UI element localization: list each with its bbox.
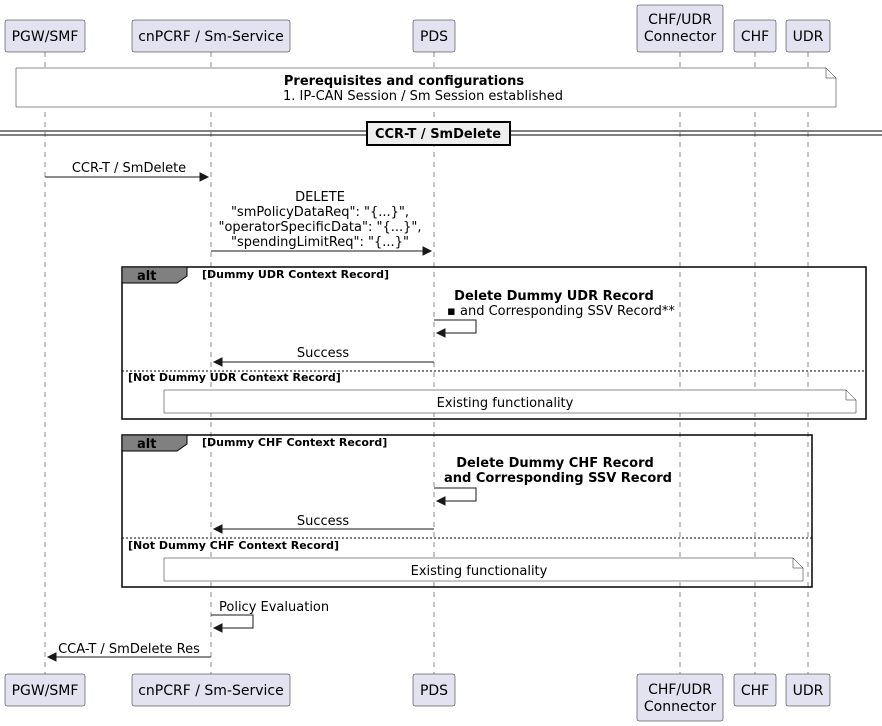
- participant-connector-bottom-line1: CHF/UDR: [648, 682, 712, 698]
- udr-self-line1: Delete Dummy UDR Record: [454, 289, 654, 304]
- delete-line3: "operatorSpecificData": "{...}",: [218, 220, 421, 235]
- participant-pds-top: PDS: [412, 19, 456, 53]
- participant-udr-top: UDR: [785, 19, 831, 53]
- participant-chf-bottom-label: CHF: [741, 683, 769, 699]
- policy-evaluation-label: Policy Evaluation: [219, 600, 329, 615]
- udr-success-label: Success: [297, 346, 350, 361]
- participant-pgw-label: PGW/SMF: [12, 29, 79, 45]
- participant-pds-label: PDS: [420, 29, 448, 45]
- message-delete: DELETE "smPolicyDataReq": "{...}", "oper…: [211, 190, 433, 256]
- prerequisites-note: Prerequisites and configurations 1. IP-C…: [15, 67, 837, 108]
- prerequisites-title: Prerequisites and configurations: [284, 74, 524, 89]
- message-cca-t: CCA-T / SmDelete Res: [46, 642, 211, 662]
- participant-udr-label: UDR: [793, 29, 824, 45]
- alt-chf-keyword: alt: [137, 437, 156, 452]
- prerequisites-line: 1. IP-CAN Session / Sm Session establish…: [283, 89, 563, 104]
- alt-udr-guard1: [Dummy UDR Context Record]: [202, 268, 389, 281]
- alt-chf-guard1: [Dummy CHF Context Record]: [202, 436, 387, 449]
- message-ccr-t: CCR-T / SmDelete: [45, 161, 210, 182]
- chf-success-label: Success: [297, 514, 350, 529]
- participant-cnpcrf-top: cnPCRF / Sm-Service: [131, 19, 291, 53]
- alt-udr-guard2: [Not Dummy UDR Context Record]: [128, 371, 341, 384]
- participant-pds-bottom-label: PDS: [420, 683, 448, 699]
- participant-chf-label: CHF: [741, 29, 769, 45]
- chf-self-line2: and Corresponding SSV Record: [444, 471, 672, 486]
- alt-chf-guard2: [Not Dummy CHF Context Record]: [128, 539, 339, 552]
- participant-connector-bottom: CHF/UDR Connector: [636, 673, 724, 722]
- alt-udr-keyword: alt: [137, 269, 156, 284]
- participant-connector-line1: CHF/UDR: [648, 12, 712, 28]
- alt-frame-udr: alt [Dummy UDR Context Record] Delete Du…: [121, 266, 867, 420]
- participant-pgw-bottom-label: PGW/SMF: [12, 683, 79, 699]
- alt-chf-note: Existing functionality: [411, 564, 548, 579]
- participant-pds-bottom: PDS: [412, 673, 456, 707]
- message-ccr-t-label: CCR-T / SmDelete: [72, 161, 186, 176]
- message-cca-t-label: CCA-T / SmDelete Res: [58, 642, 200, 657]
- chf-self-line1: Delete Dummy CHF Record: [456, 456, 654, 471]
- participant-pgw-top: PGW/SMF: [4, 19, 86, 53]
- participant-cnpcrf-bottom-label: cnPCRF / Sm-Service: [138, 683, 284, 699]
- participant-udr-bottom-label: UDR: [793, 683, 824, 699]
- ccr-t-divider: CCR-T / SmDelete: [0, 121, 882, 146]
- participant-cnpcrf-bottom: cnPCRF / Sm-Service: [131, 673, 291, 707]
- participant-chf-bottom: CHF: [733, 673, 777, 707]
- delete-line4: "spendingLimitReq": "{...}": [231, 235, 409, 250]
- alt-frame-chf: alt [Dummy CHF Context Record] Delete Du…: [121, 434, 813, 588]
- participant-chf-top: CHF: [733, 19, 777, 53]
- participant-connector-line2: Connector: [644, 29, 716, 45]
- participant-connector-bottom-line2: Connector: [644, 699, 716, 715]
- participant-udr-bottom: UDR: [785, 673, 831, 707]
- participant-pgw-bottom: PGW/SMF: [4, 673, 86, 707]
- message-policy-evaluation: Policy Evaluation: [211, 600, 329, 633]
- divider-label: CCR-T / SmDelete: [375, 127, 501, 142]
- udr-self-line2: ▪ and Corresponding SSV Record**: [447, 304, 675, 319]
- delete-line2: "smPolicyDataReq": "{...}",: [231, 205, 409, 220]
- participant-connector-top: CHF/UDR Connector: [636, 4, 724, 53]
- delete-line1: DELETE: [295, 190, 345, 205]
- participant-cnpcrf-label: cnPCRF / Sm-Service: [138, 29, 284, 45]
- alt-udr-note: Existing functionality: [437, 396, 574, 411]
